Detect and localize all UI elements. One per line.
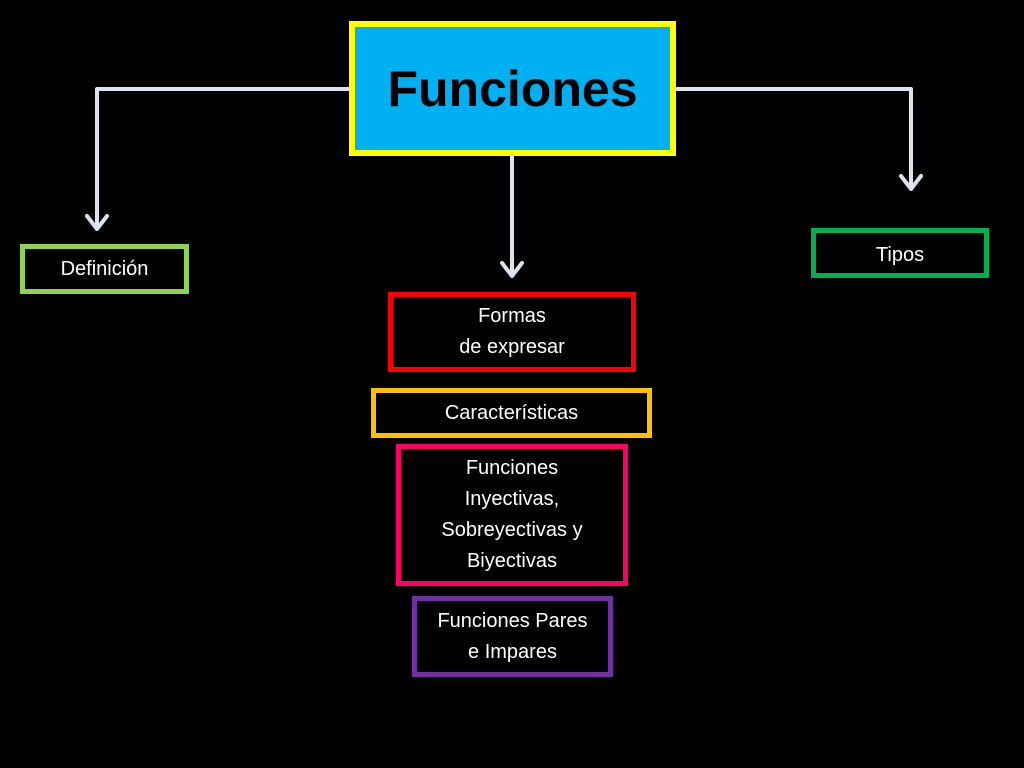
branch-tipos: Tipos xyxy=(811,228,989,278)
connector-to-definicion xyxy=(95,87,354,230)
branch-caracteristicas: Características xyxy=(371,388,652,438)
arrowhead-definicion xyxy=(85,214,109,231)
arrowhead-tipos xyxy=(899,174,923,191)
arrowhead-formas xyxy=(500,261,524,278)
branch-definicion: Definición xyxy=(20,244,189,294)
branch-formas-de-expresar: Formas de expresar xyxy=(388,292,636,372)
branch-funciones-inyectivas-sobreyectivas-biyectivas: Funciones Inyectivas, Sobreyectivas y Bi… xyxy=(396,444,628,586)
connector-to-tipos xyxy=(674,87,913,190)
root-node-funciones: Funciones xyxy=(349,21,676,156)
branch-funciones-pares-impares: Funciones Pares e Impares xyxy=(412,596,613,677)
